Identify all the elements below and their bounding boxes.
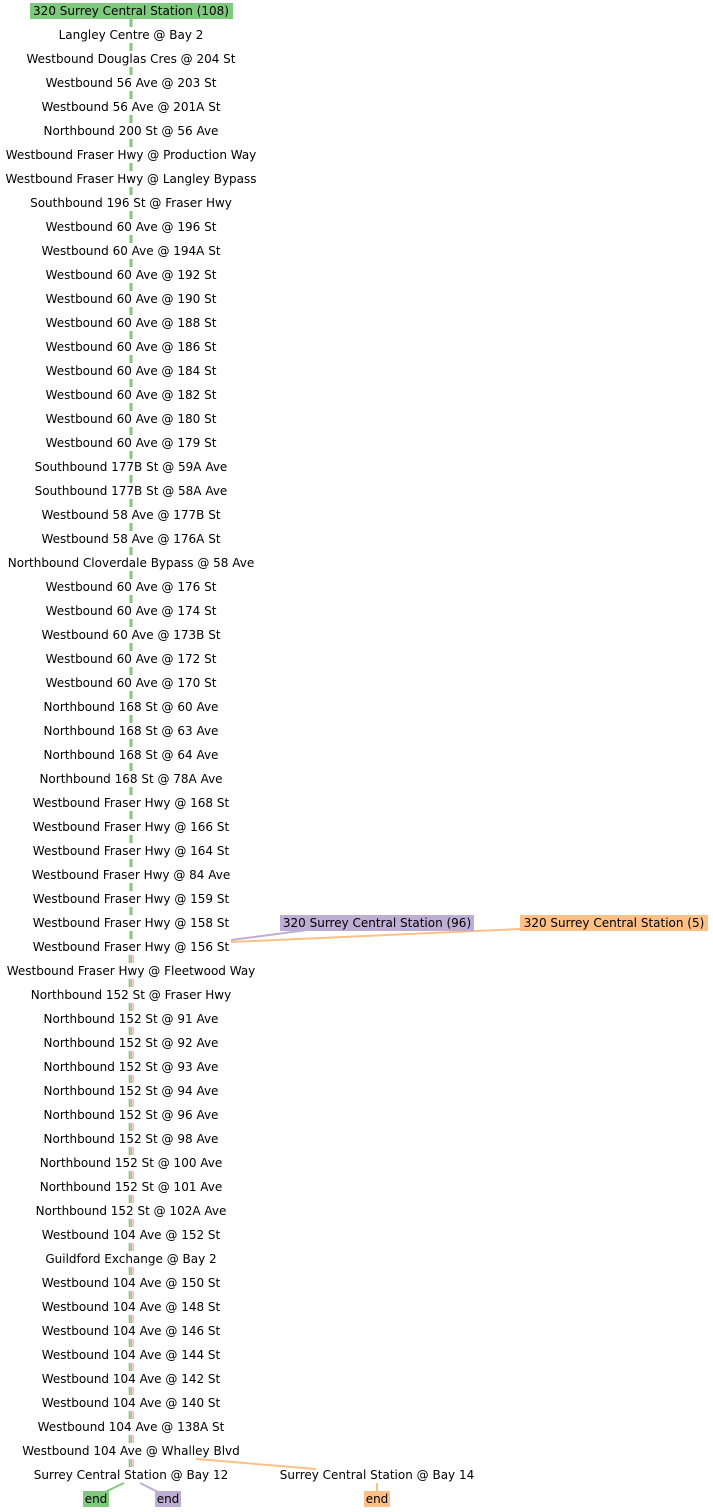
route-label-green: 320 Surrey Central Station (108)	[30, 3, 233, 19]
stop-label: Southbound 177B St @ 59A Ave	[35, 460, 228, 474]
stop-label: Northbound 168 St @ 60 Ave	[44, 700, 219, 714]
stop-label: Westbound 56 Ave @ 201A St	[41, 100, 220, 114]
stop-label: Westbound Fraser Hwy @ 168 St	[33, 796, 230, 810]
end-marker-purple: end	[155, 1491, 181, 1507]
stop-label: Northbound Cloverdale Bypass @ 58 Ave	[8, 556, 254, 570]
stop-label: Westbound Fraser Hwy @ Langley Bypass	[5, 172, 256, 186]
merge-connector-purple	[230, 929, 308, 941]
stop-label: Westbound 104 Ave @ 142 St	[42, 1372, 221, 1386]
end-marker-purple-background	[155, 1491, 181, 1507]
stop-label: Southbound 196 St @ Fraser Hwy	[30, 196, 232, 210]
stop-label: Westbound 60 Ave @ 176 St	[46, 580, 217, 594]
end-marker-orange-text: end	[366, 1492, 389, 1506]
stop-label: Westbound 104 Ave @ 138A St	[38, 1420, 225, 1434]
stop-label: Westbound 58 Ave @ 177B St	[41, 508, 220, 522]
stop-label: Westbound 104 Ave @ 150 St	[42, 1276, 221, 1290]
stop-label: Langley Centre @ Bay 2	[59, 28, 204, 42]
stop-label: Westbound Fraser Hwy @ 159 St	[33, 892, 230, 906]
stop-label: Northbound 152 St @ 96 Ave	[44, 1108, 219, 1122]
stop-label: Westbound 104 Ave @ 146 St	[42, 1324, 221, 1338]
stop-label: Westbound 60 Ave @ 196 St	[46, 220, 217, 234]
stop-label: Westbound 60 Ave @ 173B St	[41, 628, 220, 642]
stop-labels: Langley Centre @ Bay 2 Westbound Douglas …	[5, 28, 256, 1482]
end-marker-orange: end	[364, 1491, 390, 1507]
route-label-orange-background	[520, 915, 708, 931]
stop-label: Westbound 60 Ave @ 194A St	[41, 244, 220, 258]
stop-label: Westbound 60 Ave @ 179 St	[46, 436, 217, 450]
stop-label: Northbound 152 St @ 94 Ave	[44, 1084, 219, 1098]
merge-connector-orange	[230, 928, 521, 943]
end-marker-purple-text: end	[157, 1492, 180, 1506]
stop-label: Northbound 152 St @ Fraser Hwy	[31, 988, 231, 1002]
stop-label: Westbound 60 Ave @ 190 St	[46, 292, 217, 306]
stop-label: Northbound 168 St @ 78A Ave	[39, 772, 222, 786]
stop-label-bay-14: Surrey Central Station @ Bay 14	[280, 1468, 474, 1482]
stop-label: Northbound 152 St @ 91 Ave	[44, 1012, 219, 1026]
stop-label: Westbound 58 Ave @ 176A St	[41, 532, 220, 546]
stop-label: Westbound Fraser Hwy @ 158 St	[33, 916, 230, 930]
stop-label: Westbound 104 Ave @ 152 St	[42, 1228, 221, 1242]
stop-label: Westbound 60 Ave @ 186 St	[46, 340, 217, 354]
stop-label: Surrey Central Station @ Bay 12	[34, 1468, 228, 1482]
stop-label: Westbound 60 Ave @ 188 St	[46, 316, 217, 330]
stop-label: Northbound 152 St @ 102A Ave	[36, 1204, 227, 1218]
end-connector-green	[104, 1482, 125, 1493]
stop-label: Westbound Fraser Hwy @ 84 Ave	[32, 868, 230, 882]
stop-label: Westbound 104 Ave @ 144 St	[42, 1348, 221, 1362]
stop-label: Westbound 60 Ave @ 180 St	[46, 412, 217, 426]
end-marker-green-text: end	[85, 1492, 108, 1506]
route-label-green-text: 320 Surrey Central Station (108)	[33, 4, 229, 18]
stop-label: Westbound Fraser Hwy @ 156 St	[33, 940, 230, 954]
stop-label: Westbound 104 Ave @ Whalley Blvd	[22, 1444, 240, 1458]
route-label-green-background	[30, 3, 233, 19]
route-label-purple-background	[280, 915, 474, 931]
stop-label: Westbound Fraser Hwy @ Fleetwood Way	[7, 964, 256, 978]
stop-label: Westbound 104 Ave @ 148 St	[42, 1300, 221, 1314]
route-label-orange: 320 Surrey Central Station (5)	[520, 915, 708, 931]
stop-label: Northbound 152 St @ 93 Ave	[44, 1060, 219, 1074]
stop-label: Westbound Fraser Hwy @ Production Way	[6, 148, 257, 162]
stop-label: Northbound 168 St @ 63 Ave	[44, 724, 219, 738]
stop-label: Westbound 60 Ave @ 172 St	[46, 652, 217, 666]
stop-label: Westbound 60 Ave @ 174 St	[46, 604, 217, 618]
stop-label: Southbound 177B St @ 58A Ave	[35, 484, 228, 498]
route-label-orange-text: 320 Surrey Central Station (5)	[524, 916, 705, 930]
route-lines	[104, 19, 521, 1493]
end-marker-green-background	[83, 1491, 109, 1507]
stop-label: Westbound 60 Ave @ 184 St	[46, 364, 217, 378]
stop-label: Guildford Exchange @ Bay 2	[45, 1252, 216, 1266]
stop-label: Northbound 168 St @ 64 Ave	[44, 748, 219, 762]
end-marker-orange-background	[364, 1491, 390, 1507]
branch-connector-orange	[195, 1458, 317, 1470]
stop-label: Westbound 60 Ave @ 170 St	[46, 676, 217, 690]
stop-label: Westbound Fraser Hwy @ 166 St	[33, 820, 230, 834]
stop-label: Westbound Douglas Cres @ 204 St	[26, 52, 235, 66]
stop-label: Westbound Fraser Hwy @ 164 St	[33, 844, 230, 858]
end-marker-green: end	[83, 1491, 109, 1507]
stop-label: Northbound 152 St @ 92 Ave	[44, 1036, 219, 1050]
route-label-purple-text: 320 Surrey Central Station (96)	[283, 916, 471, 930]
stop-label: Northbound 152 St @ 101 Ave	[40, 1180, 223, 1194]
stop-label: Westbound 56 Ave @ 203 St	[46, 76, 217, 90]
end-connector-purple	[139, 1482, 159, 1493]
route-label-purple: 320 Surrey Central Station (96)	[280, 915, 474, 931]
stop-label: Northbound 200 St @ 56 Ave	[44, 124, 219, 138]
stop-label: Northbound 152 St @ 98 Ave	[44, 1132, 219, 1146]
stop-label: Westbound 104 Ave @ 140 St	[42, 1396, 221, 1410]
stop-label: Northbound 152 St @ 100 Ave	[40, 1156, 223, 1170]
stop-label: Westbound 60 Ave @ 192 St	[46, 268, 217, 282]
stop-label: Westbound 60 Ave @ 182 St	[46, 388, 217, 402]
